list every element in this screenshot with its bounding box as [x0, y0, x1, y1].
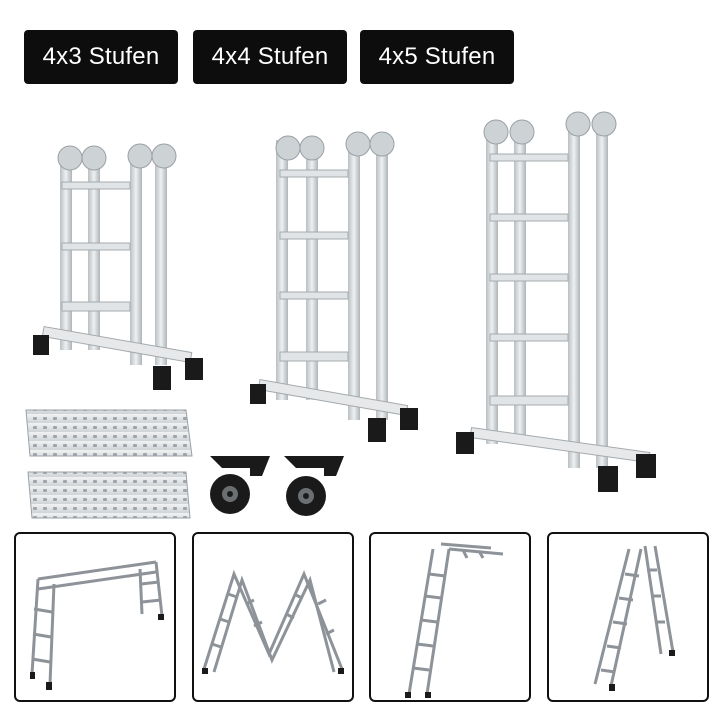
a-frame-illustration: [593, 545, 675, 691]
config-zigzag: [192, 532, 354, 702]
config-a-frame: [547, 532, 709, 702]
platform-plates: [25, 409, 193, 519]
ladder-4x5: [456, 111, 656, 492]
config-scaffold: [14, 532, 176, 702]
zigzag-illustration: [202, 569, 344, 674]
ladder-4x3: [33, 143, 203, 390]
ladder-4x4: [250, 131, 418, 442]
label-4x5: 4x5 Stufen: [360, 30, 514, 84]
label-4x4: 4x4 Stufen: [193, 30, 347, 84]
config-straight-extension: [369, 532, 531, 702]
extension-illustration: [405, 542, 504, 698]
scaffold-illustration: [30, 560, 164, 690]
label-4x3: 4x3 Stufen: [24, 30, 178, 84]
wheels: [210, 456, 344, 516]
